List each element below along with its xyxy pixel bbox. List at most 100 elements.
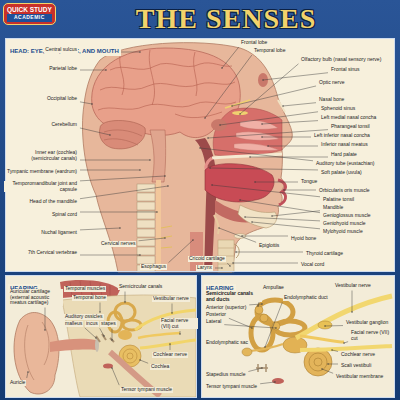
leader-dot <box>221 67 222 68</box>
part-label: Stapedius muscle <box>205 372 246 378</box>
leader-dot <box>324 325 325 326</box>
leader-dot <box>119 227 120 228</box>
part-label: Epiglottis <box>258 243 280 249</box>
leader-line <box>208 130 328 138</box>
leader-dot <box>264 346 265 347</box>
leader-line <box>170 344 171 350</box>
leader-line <box>219 228 256 242</box>
part-label: Temporal bone <box>72 295 107 301</box>
panel-ground <box>201 275 395 398</box>
leader-line <box>236 252 303 253</box>
part-label: Palatine tonsil <box>322 197 355 203</box>
leader-dot <box>235 251 236 252</box>
leader-dot <box>211 184 212 185</box>
part-label: stapes <box>100 321 117 327</box>
panel-ground <box>5 275 197 398</box>
part-label: Tensor tympani muscle <box>120 387 173 393</box>
part-label: Semicircular canals and ducts <box>205 291 262 302</box>
leader-line <box>45 308 46 331</box>
leader-dot <box>261 303 262 304</box>
leader-dot <box>95 337 96 338</box>
leader-dot <box>267 145 268 146</box>
part-label: Olfactory bulb (nasal sensory nerve) <box>300 57 382 63</box>
leader-dot <box>351 311 352 312</box>
leader-dot <box>327 363 328 364</box>
leader-line <box>224 325 276 328</box>
leader-line <box>210 168 318 170</box>
part-label: Left inferior nasal concha <box>313 133 371 139</box>
part-label: Left medial nasal concha <box>320 115 377 121</box>
logo-badge: QUICK STUDYACADEMIC <box>3 3 56 25</box>
part-label: Facial nerve (VII) cut <box>160 318 198 329</box>
part-label: Mandible <box>322 205 344 211</box>
part-label: Hard palate <box>330 152 358 158</box>
leader-dot <box>167 185 168 186</box>
leader-dot <box>91 103 92 104</box>
leader-dot <box>254 181 255 182</box>
logo-text: ACADEMIC <box>7 14 52 22</box>
leader-dot <box>199 147 200 148</box>
part-label: Soft palate (uvula) <box>320 170 363 176</box>
leader-line <box>80 255 140 256</box>
leader-dot <box>271 215 272 216</box>
part-label: Vestibular membrane <box>335 374 384 380</box>
leader-line <box>255 182 298 183</box>
part-label: Auricle <box>9 380 26 386</box>
leader-line <box>80 160 150 161</box>
part-label: Head of the mandible <box>28 199 78 205</box>
part-label: Auricular cartilage (external acoustic m… <box>9 289 63 306</box>
leader-line <box>172 304 173 314</box>
part-label: Esophagus <box>140 264 167 270</box>
leader-dot <box>244 216 245 217</box>
leader-dot <box>109 134 110 135</box>
leader-line <box>80 170 140 171</box>
leader-dot <box>169 343 170 344</box>
leader-line <box>283 103 316 106</box>
leader-line <box>212 185 320 197</box>
part-label: Cochlear nerve <box>152 352 188 358</box>
leader-dot <box>218 227 219 228</box>
leader-line <box>352 291 353 313</box>
leader-line <box>265 302 282 347</box>
leader-dot <box>44 329 45 330</box>
leader-line <box>80 176 165 181</box>
leader-line <box>240 64 298 114</box>
leader-dot <box>139 169 140 170</box>
leader-line <box>233 263 298 264</box>
leader-dot <box>99 311 100 312</box>
leader-line <box>227 263 230 266</box>
part-label: Facial nerve (VII) cut <box>350 330 394 341</box>
leader-line <box>180 331 181 334</box>
part-label: incus <box>85 321 99 327</box>
leader-dot <box>221 267 222 268</box>
leader-line <box>328 364 338 365</box>
leader-line <box>248 368 262 372</box>
leader-line <box>252 222 320 229</box>
leader-line <box>80 186 168 199</box>
leader-dot <box>105 69 106 70</box>
part-label: Vestibular nerve <box>152 296 190 302</box>
part-label: Auditory tube (eustachian) <box>315 161 375 167</box>
leader-dot <box>103 335 104 336</box>
part-label: Temporal lobe <box>253 48 286 54</box>
leader-dot <box>139 51 140 52</box>
leader-dot <box>111 367 112 368</box>
leader-line <box>80 228 120 230</box>
leader-dot <box>283 189 284 190</box>
leader-dot <box>261 123 262 124</box>
part-label: Vestibular nerve <box>334 283 372 289</box>
logo-text: QUICK STUDY <box>7 6 52 13</box>
part-label: malleus <box>64 321 83 327</box>
leader-line <box>250 157 328 158</box>
leader-line <box>100 328 104 336</box>
leader-line <box>205 55 252 118</box>
leader-dot <box>231 105 232 106</box>
part-label: Auditory ossicles <box>64 314 104 320</box>
leader-dot <box>262 79 263 80</box>
leader-dot <box>171 312 172 313</box>
leader-line <box>138 238 165 241</box>
part-label: Tympanic membrane (eardrum) <box>6 169 78 175</box>
leader-line <box>27 372 28 378</box>
part-label: Genioglossus muscle <box>322 213 372 219</box>
